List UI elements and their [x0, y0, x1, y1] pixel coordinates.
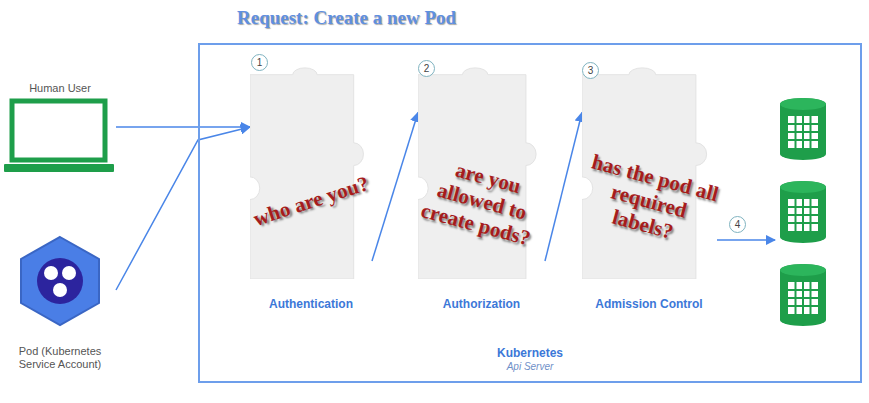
frame-subtitle: Api Server [200, 361, 860, 373]
pod-dot [62, 266, 76, 280]
frame-footer: KubernetesApi Server [200, 346, 860, 373]
pod-dot [53, 283, 67, 297]
database-icon [780, 264, 826, 326]
callout-number: 1 [251, 54, 268, 71]
puzzle-piece [250, 52, 372, 279]
puzzle-area: has the pod all required labels? [582, 52, 716, 279]
pod-core [37, 258, 83, 304]
puzzle-area: are you allowed to create pods? [418, 52, 545, 279]
callout-number: 3 [582, 62, 599, 79]
actor-label: Human User [29, 82, 91, 95]
stage-label: Authentication [250, 279, 372, 312]
puzzle-shape [250, 68, 363, 279]
actor-node: Pod (Kubernetes Service Account) [4, 243, 116, 377]
api-server-frame: KubernetesApi Server who are you?Authenti… [198, 43, 862, 383]
laptop-base [4, 164, 114, 172]
stage-label: Admission Control [582, 279, 716, 312]
puzzle-stage: who are you?Authentication [250, 52, 372, 327]
flow-arrow [116, 126, 250, 128]
puzzle-stage: has the pod all required labels?Admissio… [582, 52, 716, 327]
pod-hexagon [21, 237, 99, 325]
actor-node: Human User [4, 80, 116, 176]
laptop-icon [4, 101, 114, 172]
flow-arrow [545, 113, 582, 262]
stage-label: Authorization [418, 279, 545, 312]
frame-title: Kubernetes [200, 346, 860, 361]
actor-label: Pod (Kubernetes Service Account) [4, 345, 116, 371]
puzzle-area: who are you? [250, 52, 372, 279]
laptop-screen [12, 101, 105, 160]
puzzle-stage: are you allowed to create pods?Authoriza… [418, 52, 545, 327]
callout-number: 2 [418, 60, 435, 77]
callout-number: 4 [729, 216, 746, 233]
storage-arrow [717, 239, 775, 241]
pod-dot [44, 266, 58, 280]
diagram-title: Request: Create a new Pod [237, 7, 456, 29]
flow-arrow [372, 113, 418, 262]
pod-icon [21, 237, 99, 325]
database-icon [780, 98, 826, 160]
flow-arrow [116, 127, 250, 290]
database-icon [780, 181, 826, 243]
